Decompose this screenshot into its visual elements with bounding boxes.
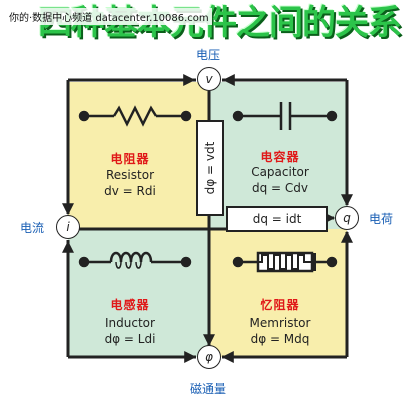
inductor-name-en: Inductor	[105, 316, 155, 330]
node-flux: φ	[197, 345, 221, 369]
relation-flux-voltage-box: dφ = vdt	[196, 120, 224, 216]
capacitor-name-cn: 电容器	[260, 150, 300, 164]
panel-memristor	[209, 229, 347, 357]
panel-capacitor	[209, 82, 347, 229]
resistor-name-en: Resistor	[106, 168, 154, 182]
inductor-equation: dφ = Ldi	[104, 332, 156, 346]
node-voltage-label: 电压	[196, 48, 221, 62]
node-charge: q	[335, 206, 359, 230]
capacitor-symbol	[232, 102, 338, 130]
node-current: i	[56, 215, 80, 239]
node-charge-label: 电荷	[369, 212, 394, 226]
relation-flux-voltage: dφ = vdt	[203, 141, 217, 195]
watermark: 你的·数据中心频道 datacenter.10086.com	[6, 8, 212, 25]
relation-charge-current: dq = idt	[226, 206, 328, 232]
memristor-name-en: Memristor	[249, 316, 311, 330]
memristor-name-cn: 忆阻器	[260, 298, 300, 312]
memristor-symbol	[232, 251, 338, 273]
node-voltage: v	[197, 67, 221, 91]
node-current-label: 电流	[20, 221, 45, 235]
capacitor-equation: dq = Cdv	[251, 181, 308, 195]
inductor-name-cn: 电感器	[110, 298, 150, 312]
node-flux-label: 磁通量	[190, 382, 227, 396]
capacitor-name-en: Capacitor	[251, 165, 309, 179]
memristor-equation: dφ = Mdq	[250, 332, 310, 346]
panel-inductor	[68, 229, 209, 357]
resistor-equation: dv = Rdi	[104, 184, 156, 198]
resistor-symbol	[78, 105, 192, 127]
panel-resistor	[68, 82, 209, 229]
inductor-symbol	[78, 251, 192, 269]
resistor-name-cn: 电阻器	[110, 152, 150, 166]
